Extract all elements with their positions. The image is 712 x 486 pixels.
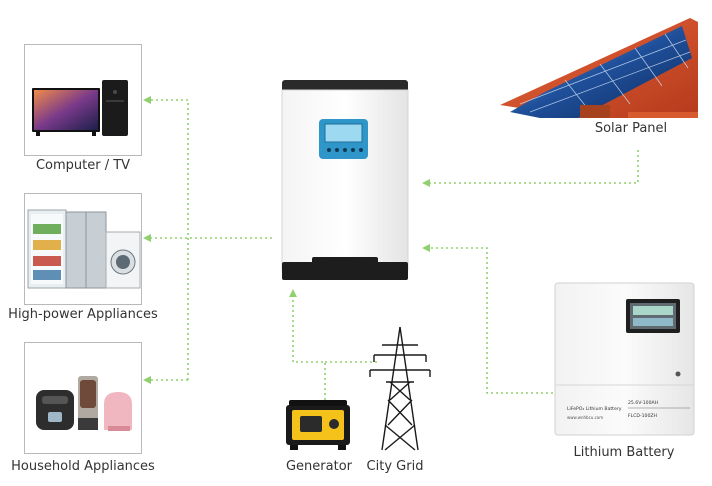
arrow-high-power <box>143 234 151 242</box>
connectors <box>150 99 639 400</box>
battery-panel-model: FLCD-100ZH <box>628 413 657 419</box>
label-city-grid: City Grid <box>366 459 424 474</box>
computer-tv-illustration <box>32 80 128 136</box>
generator-illustration <box>286 400 350 450</box>
arrow-solar <box>422 179 430 187</box>
arrow-generator <box>289 289 297 297</box>
battery-panel-title: LiFePO₄ Lithium Battery <box>567 406 622 412</box>
label-high-power-appliances: High-power Appliances <box>8 307 158 322</box>
arrow-household <box>143 376 151 384</box>
connector-solar <box>430 150 639 184</box>
label-computer-tv: Computer / TV <box>35 158 131 173</box>
inverter-illustration <box>281 80 409 280</box>
high-power-appliances-illustration <box>27 209 141 289</box>
arrow-battery <box>422 244 430 252</box>
battery-panel-website: www.wnhbcu.com <box>567 415 603 420</box>
arrow-computer-tv <box>143 96 151 104</box>
connector-generator <box>292 297 326 400</box>
connector-battery <box>430 247 553 394</box>
lithium-battery-illustration <box>554 282 695 436</box>
battery-panel-spec: 25.6V-100AH <box>628 400 658 406</box>
connector-arrowheads <box>143 96 430 384</box>
city-grid-tower-illustration <box>369 326 431 451</box>
label-lithium-battery: Lithium Battery <box>573 445 675 460</box>
connector-computer-tv <box>150 99 189 380</box>
solar-panel-illustration <box>500 10 700 119</box>
label-household-appliances: Household Appliances <box>11 459 155 474</box>
label-solar-panel: Solar Panel <box>594 121 668 136</box>
household-appliances-illustration <box>36 376 132 431</box>
label-generator: Generator <box>285 459 352 474</box>
